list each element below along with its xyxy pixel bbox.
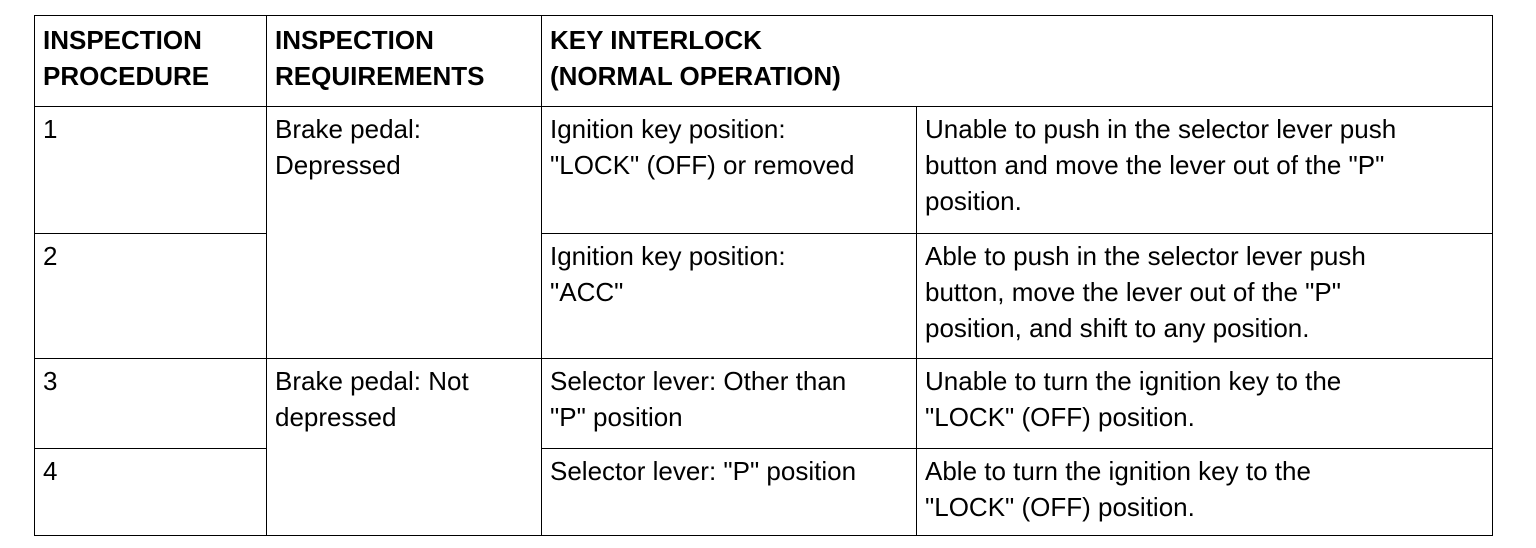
result-cell: Unable to push in the selector lever pus…: [916, 106, 1493, 234]
requirement-cell: Brake pedal: Not depressed: [266, 358, 542, 536]
condition-cell: Selector lever: "P" position: [541, 448, 917, 536]
table-row: 4 Selector lever: "P" position Able to t…: [34, 448, 1493, 536]
condition-cell: Ignition key position: "ACC": [541, 233, 917, 359]
table-header-row: INSPECTION PROCEDURE INSPECTION REQUIREM…: [34, 15, 1493, 107]
condition-cell: Ignition key position: "LOCK" (OFF) or r…: [541, 106, 917, 234]
key-interlock-inspection-table: INSPECTION PROCEDURE INSPECTION REQUIREM…: [34, 15, 1493, 536]
header-inspection-procedure: INSPECTION PROCEDURE: [34, 15, 267, 107]
header-inspection-requirements: INSPECTION REQUIREMENTS: [266, 15, 542, 107]
table-row: 1 Brake pedal: Depressed Ignition key po…: [34, 106, 1493, 359]
procedure-number: 3: [34, 358, 267, 449]
result-cell: Able to push in the selector lever push …: [916, 233, 1493, 359]
procedure-number: 1: [34, 106, 267, 234]
table-row: 2 Ignition key position: "ACC" Able to p…: [34, 233, 1493, 359]
procedure-number: 4: [34, 448, 267, 536]
requirement-cell: Brake pedal: Depressed: [266, 106, 542, 359]
condition-cell: Selector lever: Other than "P" position: [541, 358, 917, 449]
result-cell: Unable to turn the ignition key to the "…: [916, 358, 1493, 449]
procedure-number: 2: [34, 233, 267, 359]
result-cell: Able to turn the ignition key to the "LO…: [916, 448, 1493, 536]
header-key-interlock: KEY INTERLOCK (NORMAL OPERATION): [541, 15, 1493, 107]
table-row: 3 Brake pedal: Not depressed Selector le…: [34, 358, 1493, 536]
